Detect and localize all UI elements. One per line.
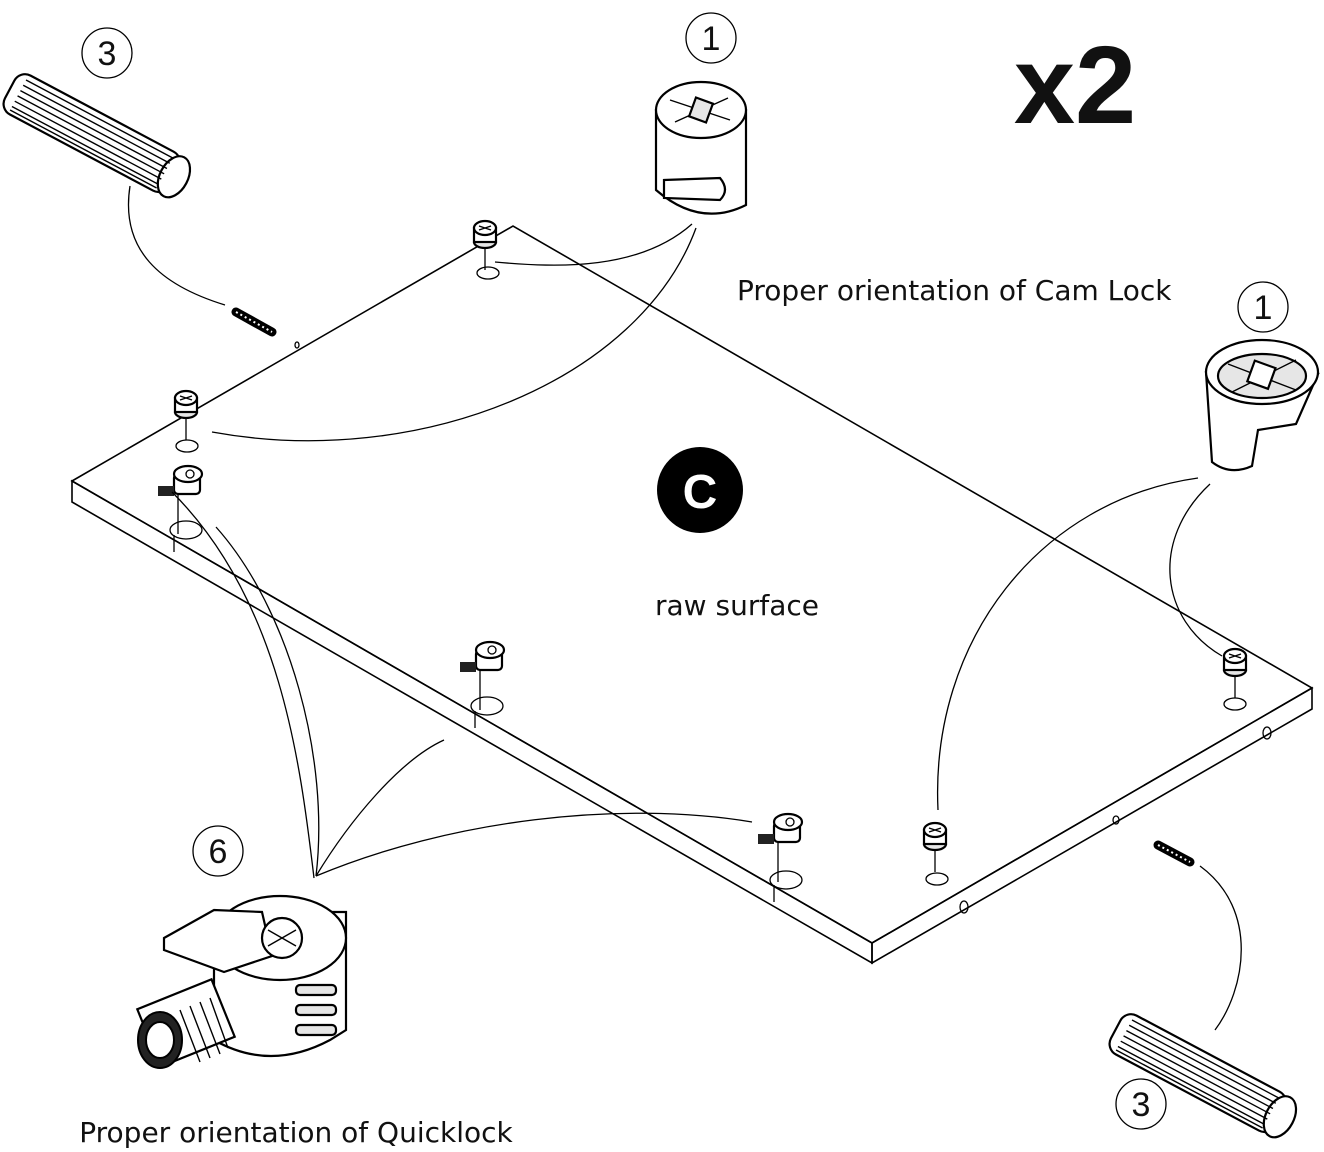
quicklock-caption: Proper orientation of Quicklock — [79, 1116, 513, 1149]
cam-lock-caption: Proper orientation of Cam Lock — [737, 274, 1172, 307]
cam-lock-detail-right — [1204, 338, 1320, 472]
callout-cam-lock-top: 1 — [685, 12, 737, 64]
callout-dowel-bottom-label: 3 — [1132, 1086, 1151, 1124]
callout-quicklock: 6 — [192, 825, 244, 877]
panel-letter: C — [683, 466, 718, 519]
installed-quicklock-2 — [460, 640, 506, 710]
installed-cam-lock-2 — [173, 389, 199, 440]
quicklock-detail — [135, 894, 348, 1069]
panel-c — [70, 225, 1314, 965]
surface-label: raw surface — [655, 589, 819, 622]
dowel-detail-bottom — [1108, 1013, 1298, 1139]
installed-quicklock-1 — [158, 464, 204, 534]
quantity-multiplier: x2 — [1014, 24, 1136, 147]
callout-dowel-top: 3 — [81, 27, 133, 79]
installed-cam-lock-1 — [472, 219, 498, 270]
leader-lines — [127, 185, 1242, 1031]
dowel-detail-top — [2, 73, 192, 199]
panel-holes — [169, 266, 1272, 914]
callout-dowel-bottom: 3 — [1115, 1078, 1167, 1130]
callout-cam-lock-right-label: 1 — [1254, 289, 1273, 327]
installed-cam-lock-3 — [922, 821, 948, 872]
installed-dowel-right — [1153, 840, 1195, 867]
installed-dowel-left — [231, 307, 277, 337]
installed-quicklock-3 — [758, 812, 804, 882]
cam-lock-detail-top — [654, 80, 748, 215]
callout-quicklock-label: 6 — [209, 833, 228, 871]
callout-dowel-top-label: 3 — [98, 35, 117, 73]
callout-cam-lock-right: 1 — [1237, 281, 1289, 333]
panel-letter-badge: C — [657, 447, 743, 533]
callout-cam-lock-top-label: 1 — [702, 20, 721, 58]
installed-cam-lock-4 — [1222, 647, 1248, 698]
